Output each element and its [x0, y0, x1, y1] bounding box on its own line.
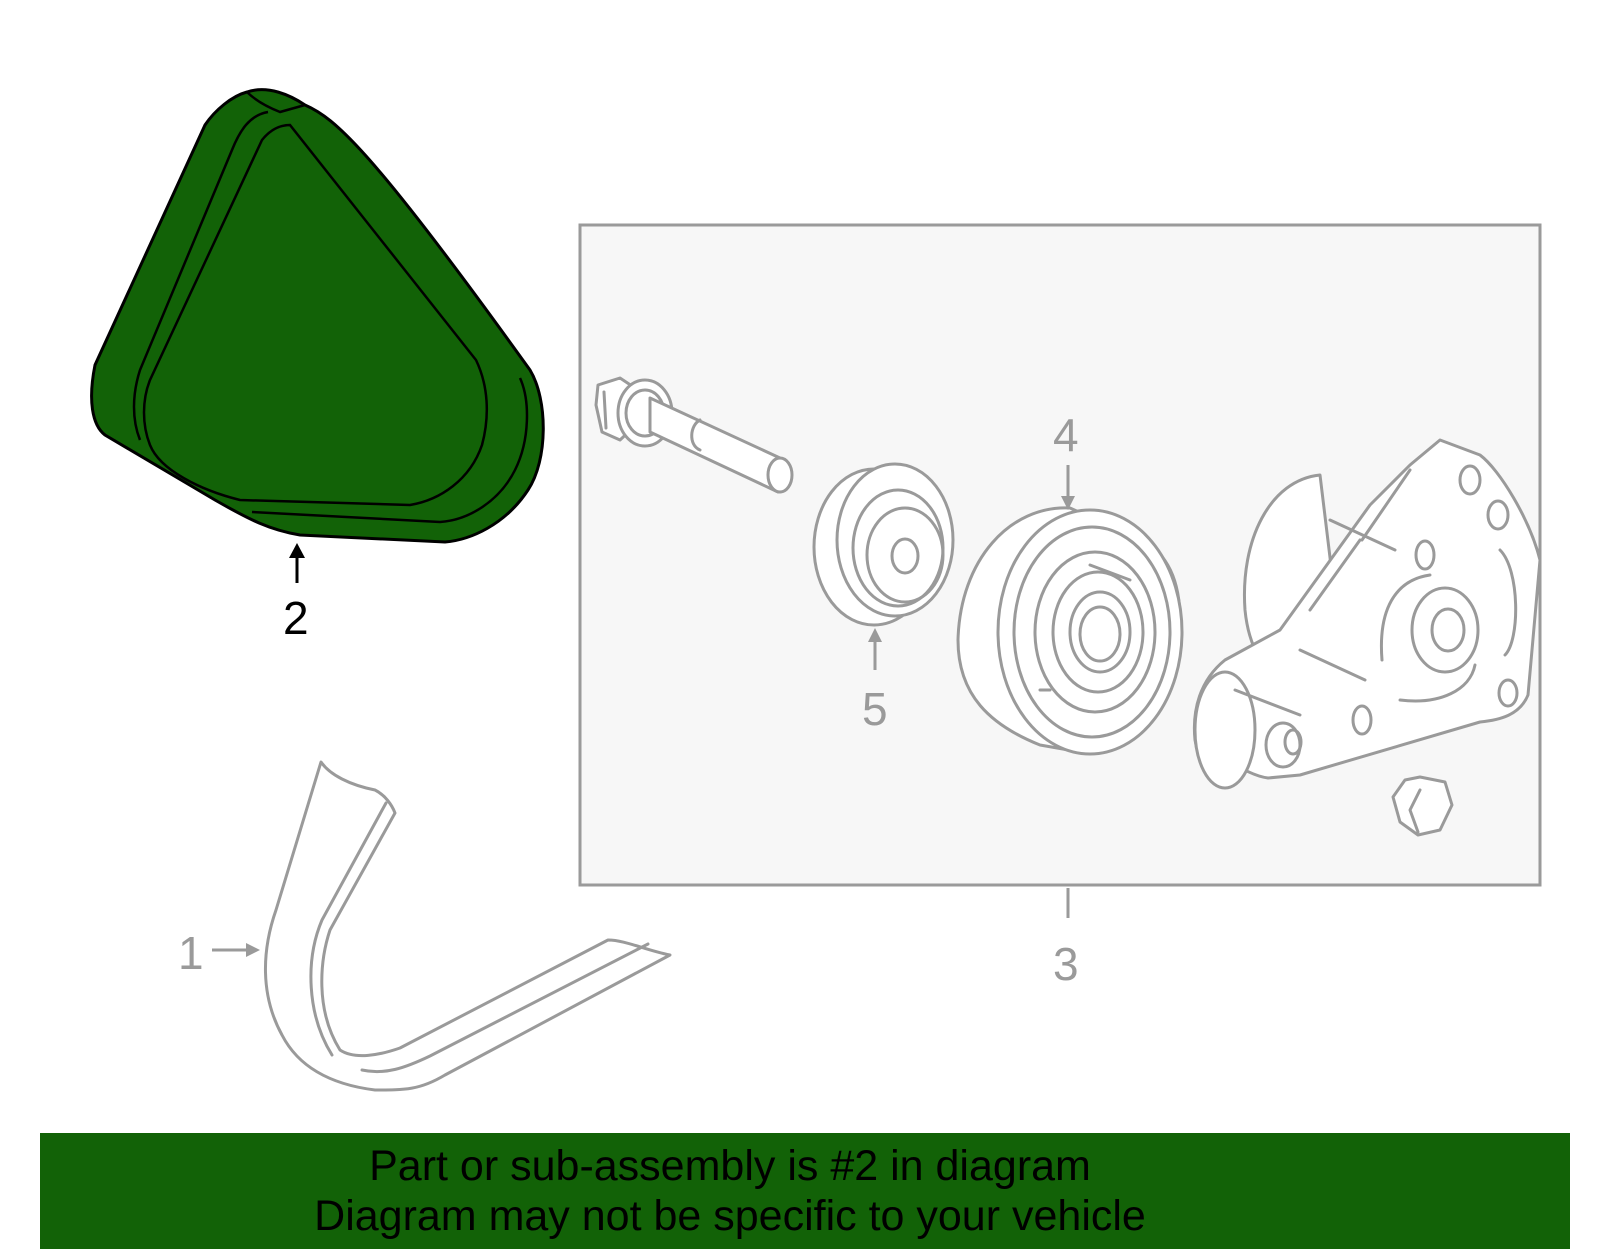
belt-cover-icon[interactable]	[90, 88, 545, 544]
belt-cover-back-edge	[246, 91, 306, 114]
footer-banner: Part or sub-assembly is #2 in diagram Di…	[40, 1133, 1570, 1249]
callout-1-label: 1	[178, 927, 204, 979]
callout-4: 4	[1053, 409, 1079, 510]
bolt-icon[interactable]	[594, 376, 794, 494]
belt-cover-rim	[132, 110, 529, 524]
belt-cover-inner-face	[142, 123, 489, 507]
callout-5-label: 5	[862, 683, 888, 735]
callout-2: 2	[283, 543, 309, 644]
footer-line-1: Part or sub-assembly is #2 in diagram	[369, 1142, 1091, 1190]
belt-cover-outline	[90, 88, 545, 544]
footer-line-2: Diagram may not be specific to your vehi…	[314, 1192, 1146, 1240]
pulley-spacer-icon[interactable]	[812, 462, 955, 627]
footer-banner-bg	[40, 1133, 1570, 1249]
callout-5: 5	[862, 628, 888, 735]
callout-4-label: 4	[1053, 409, 1079, 461]
belt-tensioner-icon[interactable]	[1192, 438, 1542, 790]
callout-3: 3	[1053, 888, 1079, 990]
idler-pulley-icon[interactable]	[956, 506, 1184, 756]
serpentine-belt-icon[interactable]	[264, 760, 672, 1092]
nut-icon[interactable]	[1391, 775, 1454, 837]
callout-1: 1	[178, 927, 260, 979]
callout-2-label: 2	[283, 592, 309, 644]
callout-3-label: 3	[1053, 938, 1079, 990]
